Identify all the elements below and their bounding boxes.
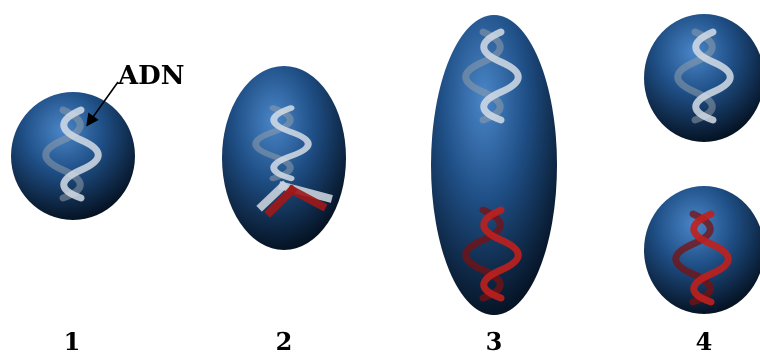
stage-1-cell [11, 92, 135, 220]
step-number-3: 3 [486, 327, 503, 356]
step-number-4: 4 [696, 327, 713, 356]
dna-callout: ADN [86, 61, 185, 127]
dna-label: ADN [117, 61, 185, 91]
step-number-1: 1 [64, 327, 81, 356]
stage-4-cell-bottom [644, 186, 760, 314]
dna-replication-fork [256, 180, 333, 218]
stage-3-cell [431, 15, 557, 315]
stage-2-cell [222, 66, 346, 250]
step-number-2: 2 [276, 327, 293, 356]
stage-4-cell-top [644, 14, 760, 142]
dna-callout-arrow [86, 81, 119, 127]
